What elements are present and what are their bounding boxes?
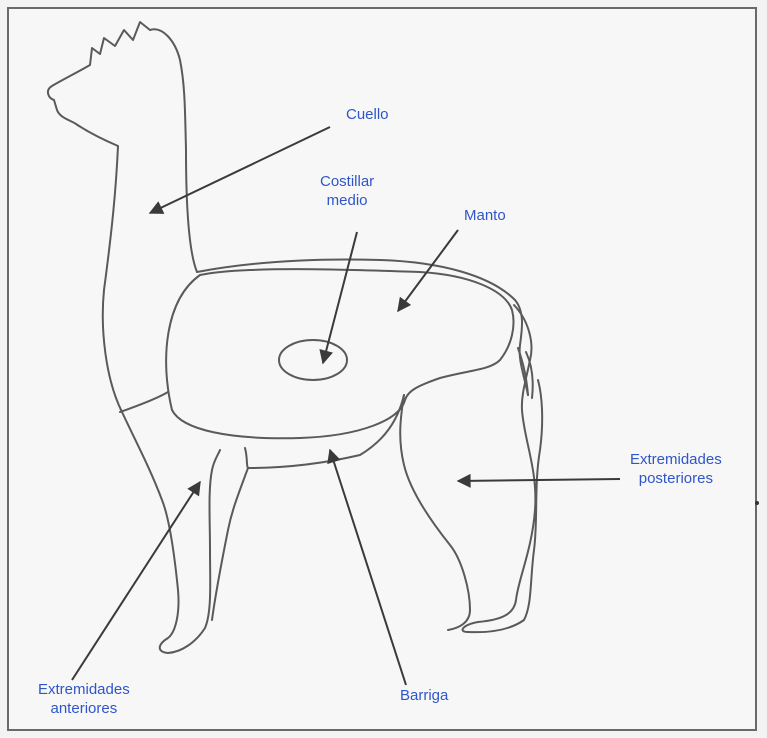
label-costillar-line2: medio (320, 191, 374, 210)
label-ext-ant-line2: anteriores (38, 699, 130, 718)
label-barriga: Barriga (400, 686, 448, 705)
label-cuello: Cuello (346, 105, 389, 124)
label-cuello-text: Cuello (346, 105, 389, 124)
label-ext-post-line2: posteriores (630, 469, 722, 488)
label-manto: Manto (464, 206, 506, 225)
stray-dot (755, 501, 759, 505)
label-costillar-line1: Costillar (320, 172, 374, 191)
label-ext-ant-line1: Extremidades (38, 680, 130, 699)
label-manto-text: Manto (464, 206, 506, 225)
label-extremidades-posteriores: Extremidades posteriores (630, 450, 722, 488)
label-ext-post-line1: Extremidades (630, 450, 722, 469)
label-barriga-text: Barriga (400, 686, 448, 705)
label-extremidades-anteriores: Extremidades anteriores (38, 680, 130, 718)
label-costillar-medio: Costillar medio (320, 172, 374, 210)
